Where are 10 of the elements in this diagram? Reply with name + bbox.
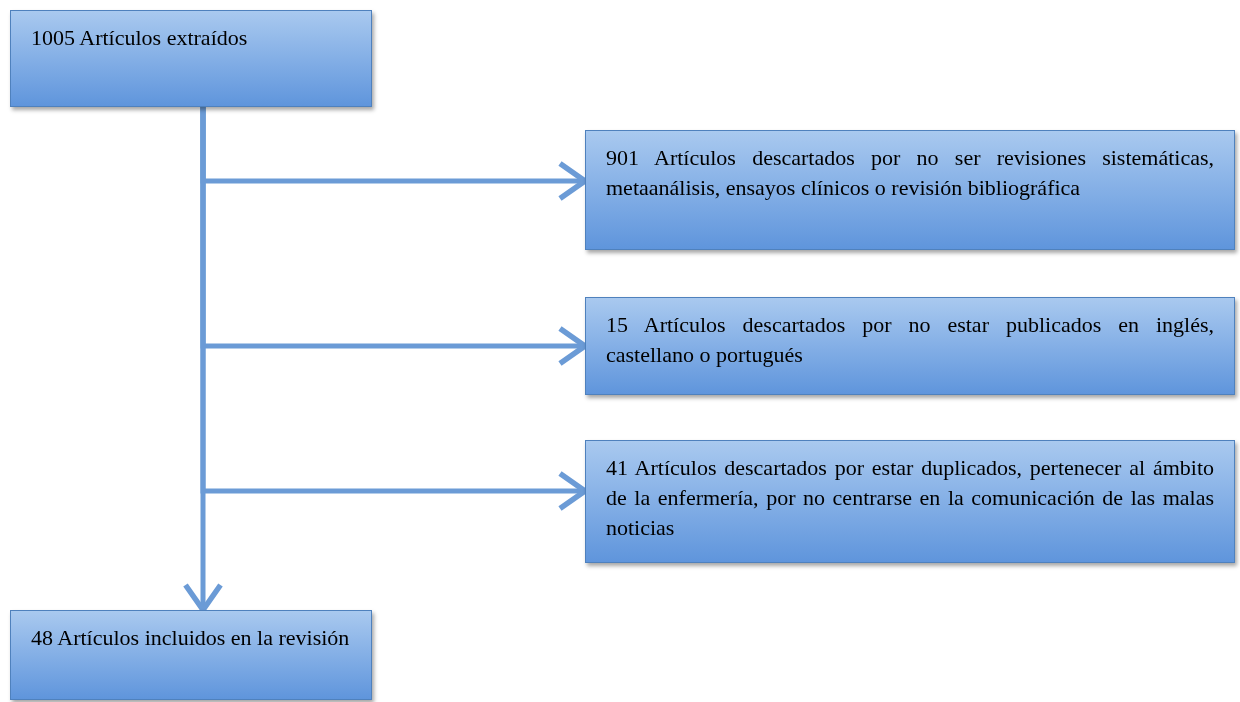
box-text: 1005 Artículos extraídos [31,24,249,52]
process-box [10,610,372,700]
process-box [585,297,1235,395]
process-box [585,440,1235,563]
box-text: 48 Artículos incluidos en la revisión [31,624,351,652]
box-text: 41 Artículos descartados por estar duplicados, pertenecer al ámbito de la enfermería, por no centrarse en la comunicación de las malas noticias [606,454,1214,542]
box-text: 901 Artículos descartados por no ser revisiones sistemáticas, metaanálisis, ensayos clínicos o revisión bibliográfica [606,144,1214,202]
box-text: 15 Artículos descartados por no estar publicados en inglés, castellano o portugués [606,311,1214,369]
process-box [585,130,1235,250]
process-box [10,10,372,107]
